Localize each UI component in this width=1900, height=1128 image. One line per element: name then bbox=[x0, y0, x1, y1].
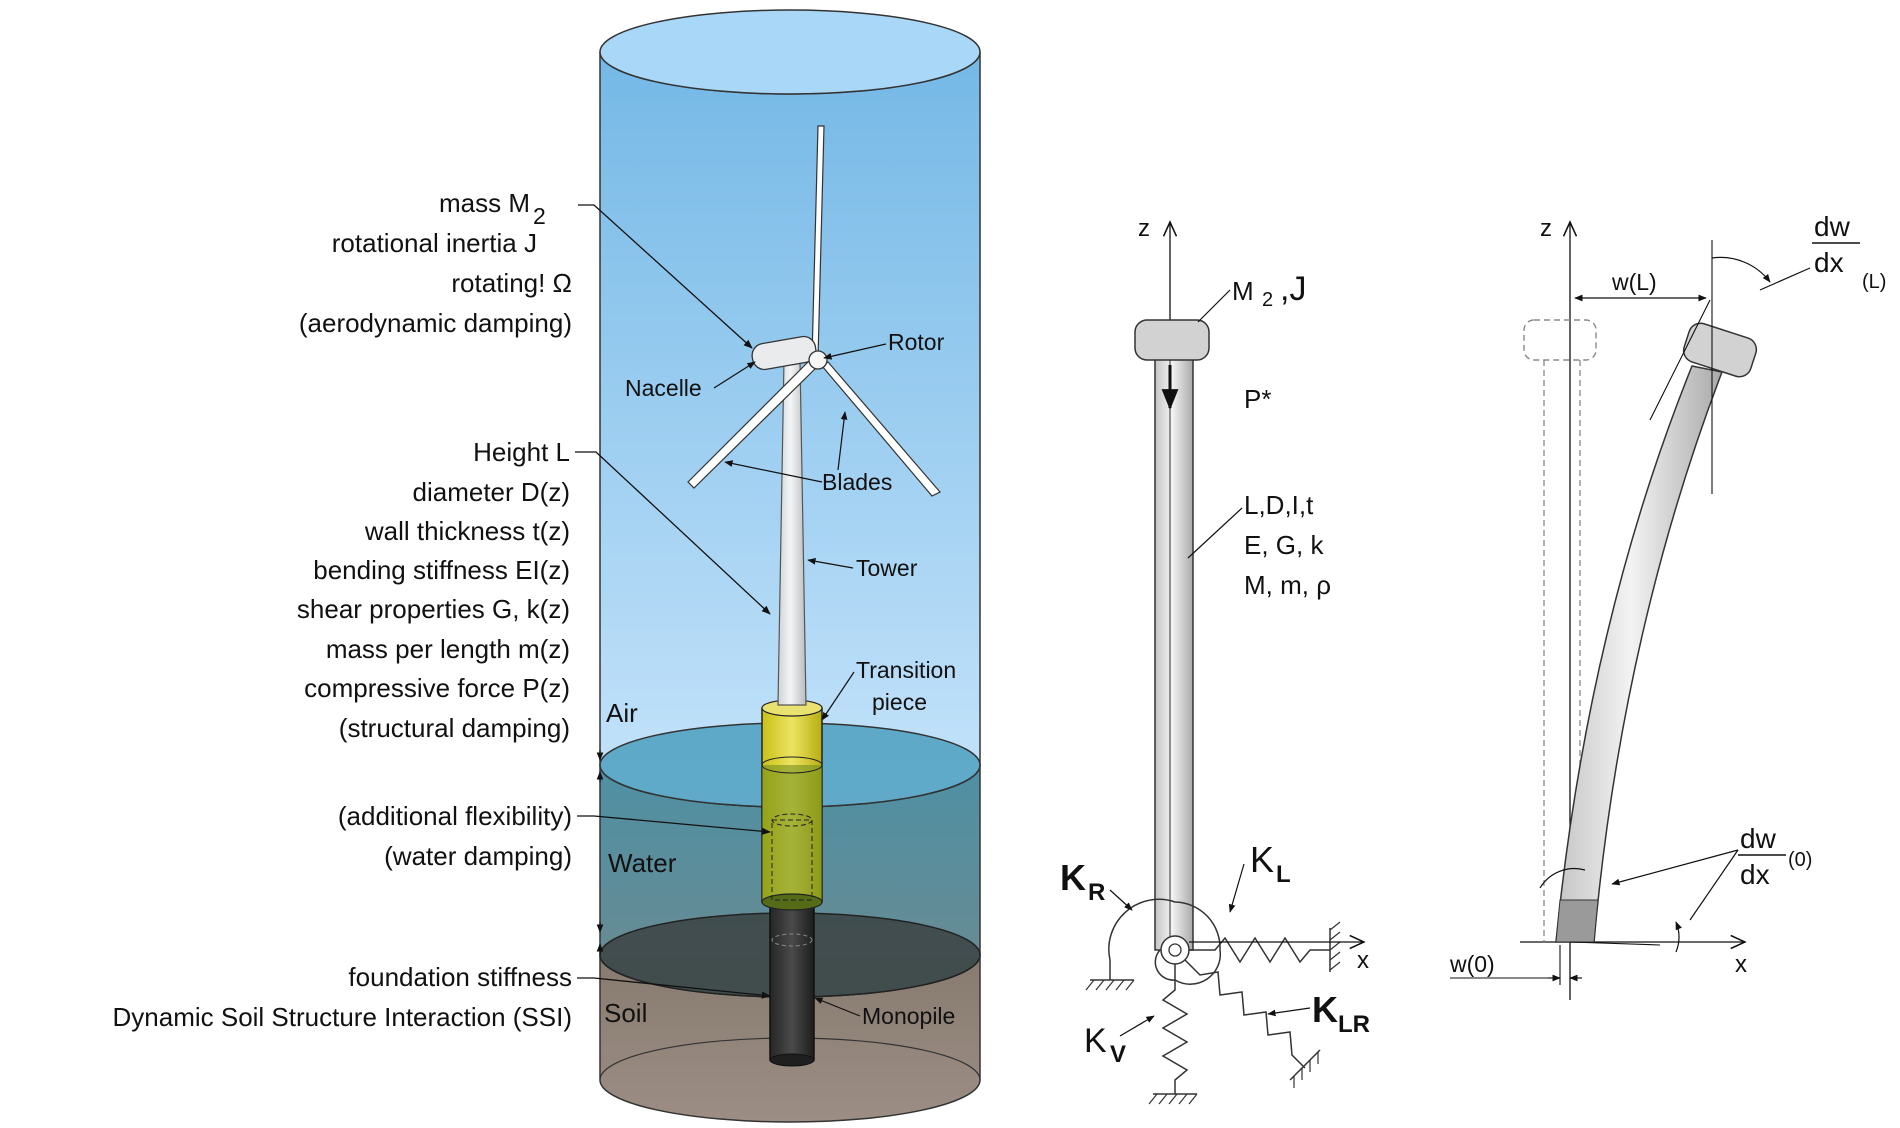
label-mass-subscript: 2 bbox=[533, 203, 546, 229]
label-nacelle: Nacelle bbox=[625, 375, 702, 401]
label-blades: Blades bbox=[822, 469, 892, 495]
model-pole bbox=[1154, 339, 1194, 951]
deformed-top-mass bbox=[1682, 322, 1758, 378]
kr-label: K bbox=[1060, 857, 1086, 898]
turbine-labels: Rotor Nacelle Blades Tower Transition pi… bbox=[604, 329, 956, 1029]
label-tower: Tower bbox=[856, 555, 918, 581]
label-diameter: diameter D(z) bbox=[413, 477, 570, 507]
w0-label: w(0) bbox=[1449, 951, 1495, 977]
label-foundation-stiffness: foundation stiffness bbox=[348, 962, 572, 992]
model-p-label: P* bbox=[1244, 384, 1271, 414]
dw-bottom: dw bbox=[1740, 823, 1777, 854]
label-structural-damping: (structural damping) bbox=[339, 713, 570, 743]
dw-top: dw bbox=[1814, 211, 1851, 242]
label-transition-2: piece bbox=[872, 689, 927, 715]
coupled-spring bbox=[1184, 959, 1306, 1069]
nacelle bbox=[751, 335, 828, 371]
model-mass-subscript: 2 bbox=[1262, 289, 1273, 311]
label-mass: mass M bbox=[439, 188, 530, 218]
label-additional-flexibility: (additional flexibility) bbox=[338, 801, 572, 831]
model-top-mass bbox=[1134, 319, 1210, 361]
label-monopile: Monopile bbox=[862, 1003, 955, 1029]
undeformed-top bbox=[1523, 319, 1597, 361]
top-arg: (L) bbox=[1862, 271, 1886, 293]
kv-subscript: V bbox=[1110, 1041, 1126, 1068]
deformed-tower bbox=[1555, 365, 1724, 943]
label-bending-stiffness: bending stiffness EI(z) bbox=[313, 555, 570, 585]
transition-piece bbox=[761, 699, 823, 911]
label-rotational-inertia: rotational inertia J bbox=[332, 228, 537, 258]
label-mass-per-length: mass per length m(z) bbox=[326, 634, 570, 664]
label-soil: Soil bbox=[604, 998, 647, 1028]
label-aero-damping: (aerodynamic damping) bbox=[299, 308, 572, 338]
kr-subscript: R bbox=[1088, 879, 1105, 906]
rotor-blades bbox=[687, 125, 941, 497]
parameter-labels: mass M 2 rotational inertia J rotating! … bbox=[113, 188, 573, 1032]
label-rotating: rotating! Ω bbox=[451, 268, 572, 298]
klr-subscript: LR bbox=[1338, 1011, 1370, 1038]
lateral-spring bbox=[1189, 936, 1330, 964]
cylinder-top bbox=[599, 9, 981, 95]
deflection-diagram: z x w(L) dw dx (L) dw dx (0) bbox=[1449, 211, 1886, 1000]
wl-label: w(L) bbox=[1611, 269, 1657, 295]
klr-label: K bbox=[1312, 989, 1338, 1030]
deflection-x-label: x bbox=[1735, 951, 1747, 978]
model-props-3: M, m, ρ bbox=[1244, 570, 1331, 600]
label-rotor: Rotor bbox=[888, 329, 945, 355]
label-ssi: Dynamic Soil Structure Interaction (SSI) bbox=[113, 1002, 573, 1032]
deflection-z-label: z bbox=[1540, 215, 1552, 242]
label-water: Water bbox=[608, 848, 677, 878]
kl-subscript: L bbox=[1276, 861, 1291, 888]
kl-label: K bbox=[1250, 839, 1274, 880]
leader-lines bbox=[575, 204, 771, 999]
kv-label: K bbox=[1084, 1022, 1107, 1060]
structural-model: z M 2 ,J P* L,D,I,t E, G, k M, m, ρ K R bbox=[1060, 215, 1370, 1105]
label-compressive-force: compressive force P(z) bbox=[304, 673, 570, 703]
model-props-1: L,D,I,t bbox=[1244, 490, 1314, 520]
model-mass-label: M bbox=[1232, 276, 1254, 306]
rotor-hub bbox=[808, 350, 828, 370]
model-x-label: x bbox=[1357, 947, 1369, 974]
label-shear-properties: shear properties G, k(z) bbox=[297, 594, 570, 624]
monopile bbox=[769, 899, 815, 1067]
label-water-damping: (water damping) bbox=[384, 841, 572, 871]
vertical-spring bbox=[1161, 964, 1189, 1094]
label-air: Air bbox=[606, 698, 638, 728]
label-transition-1: Transition bbox=[856, 657, 956, 683]
dx-bottom: dx bbox=[1740, 859, 1770, 890]
model-props-2: E, G, k bbox=[1244, 530, 1324, 560]
label-height: Height L bbox=[473, 437, 570, 467]
model-z-label: z bbox=[1138, 215, 1150, 242]
label-wall-thickness: wall thickness t(z) bbox=[364, 516, 570, 546]
model-mass-rest: ,J bbox=[1280, 270, 1306, 308]
dx-top: dx bbox=[1814, 247, 1844, 278]
bottom-arg: (0) bbox=[1788, 849, 1812, 871]
